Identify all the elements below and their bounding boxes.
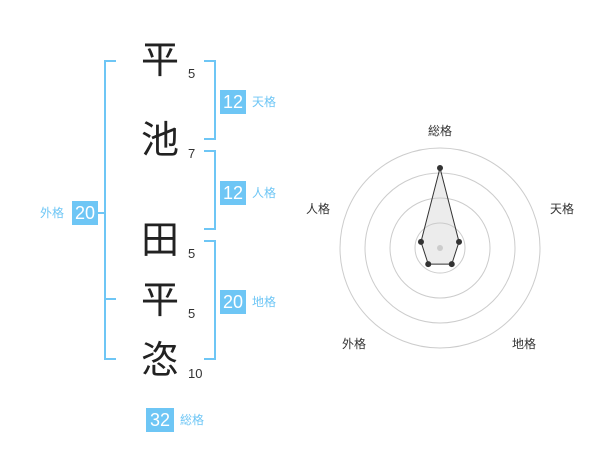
- radar-grid-ring: [364, 172, 516, 324]
- radar-polygon: [420, 167, 460, 265]
- chikaku-bracket: [204, 240, 216, 360]
- jinkaku-value: 12: [220, 181, 246, 205]
- chikaku-value: 20: [220, 290, 246, 314]
- radar-point-2: [448, 261, 455, 268]
- name-char-1: 平: [140, 38, 179, 82]
- radar-label-soukaku: 総格: [428, 124, 453, 138]
- radar-label-tenkaku: 天格: [550, 202, 575, 216]
- radar-point-3: [425, 261, 432, 268]
- name-char-5: 恣: [140, 338, 179, 382]
- stroke-count-5: 10: [188, 366, 203, 381]
- chikaku-label: 地格: [252, 295, 277, 309]
- radar-point-0: [437, 165, 443, 171]
- gaikaku-label: 外格: [40, 206, 65, 220]
- name-char-2: 池: [140, 118, 179, 162]
- radar-grid-ring: [389, 197, 491, 299]
- stroke-count-4: 5: [188, 306, 196, 321]
- stroke-count-3: 5: [188, 246, 196, 261]
- tenkaku-value: 12: [220, 90, 246, 114]
- tenkaku-label: 天格: [252, 95, 277, 109]
- name-char-3: 田: [140, 218, 179, 262]
- stroke-count-2: 7: [188, 146, 196, 161]
- radar-grid-ring: [414, 222, 466, 274]
- radar-grid-ring: [339, 147, 541, 349]
- radar-label-gaikaku: 外格: [342, 337, 367, 351]
- gaikaku-bracket-connector: [94, 212, 104, 214]
- name-char-4: 平: [140, 278, 179, 322]
- gaikaku-value: 20: [72, 201, 98, 225]
- radar-label-jinkaku: 人格: [306, 202, 331, 216]
- stroke-count-1: 5: [188, 66, 196, 81]
- radar-label-chikaku: 地格: [512, 337, 537, 351]
- jinkaku-label: 人格: [252, 186, 277, 200]
- radar-point-1: [456, 238, 463, 245]
- radar-center: [437, 245, 443, 251]
- jinkaku-bracket: [204, 150, 216, 230]
- soukaku-value: 32: [146, 408, 174, 432]
- radar-point-4: [417, 238, 424, 245]
- soukaku-label: 総格: [180, 413, 205, 427]
- tenkaku-bracket: [204, 60, 216, 140]
- gaikaku-bracket-tick: [104, 298, 116, 300]
- gaikaku-bracket: [104, 60, 116, 360]
